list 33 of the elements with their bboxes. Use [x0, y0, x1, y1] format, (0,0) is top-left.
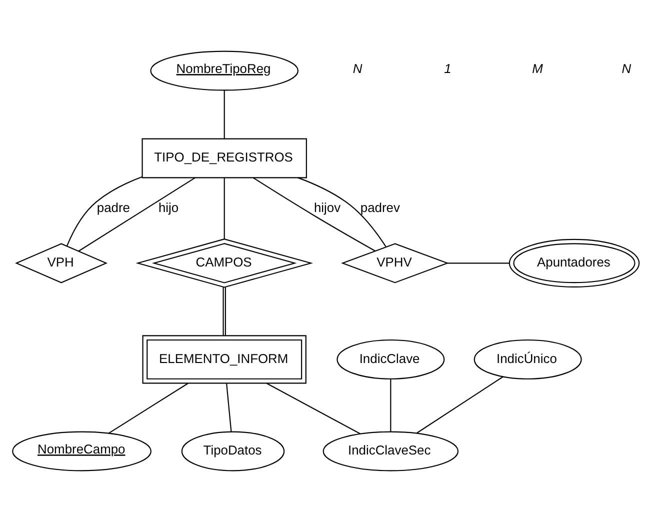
connector — [66, 176, 142, 246]
node-ellipse: NombreCampo — [12, 431, 152, 472]
node-box: TIPO_DE_REGISTROS — [142, 138, 307, 178]
node-ellipse: TipoDatos — [181, 431, 285, 472]
node-diamond: VPH — [15, 243, 108, 284]
node-ellipse: IndicClaveSec — [322, 431, 459, 472]
connector — [416, 376, 504, 434]
connector — [226, 384, 232, 432]
connector — [390, 379, 392, 432]
label: M — [532, 61, 543, 76]
node-ellipse: NombreTipoReg — [150, 50, 298, 91]
connector — [224, 178, 225, 240]
connector — [78, 177, 196, 252]
connector — [252, 177, 376, 252]
node-diamond: VPHV — [341, 243, 449, 284]
edge-label: padre — [96, 200, 130, 215]
label: 1 — [444, 61, 452, 76]
connector — [222, 288, 226, 336]
edge-label: hijov — [314, 200, 341, 215]
node-box: ELEMENTO_INFORM — [142, 335, 306, 384]
label: N — [622, 61, 632, 76]
edge-label: padrev — [360, 200, 400, 215]
connector — [108, 382, 188, 434]
connector — [266, 382, 361, 434]
connector — [298, 177, 386, 247]
node-ellipse: IndicÚnico — [474, 339, 582, 380]
node-ellipse: Apuntadores — [508, 238, 640, 288]
connector — [224, 90, 225, 139]
edge-label: hijo — [158, 200, 179, 215]
node-ellipse: IndicClave — [336, 339, 445, 380]
connector — [448, 262, 510, 264]
label: N — [352, 61, 362, 76]
node-diamond: CAMPOS — [136, 238, 313, 288]
